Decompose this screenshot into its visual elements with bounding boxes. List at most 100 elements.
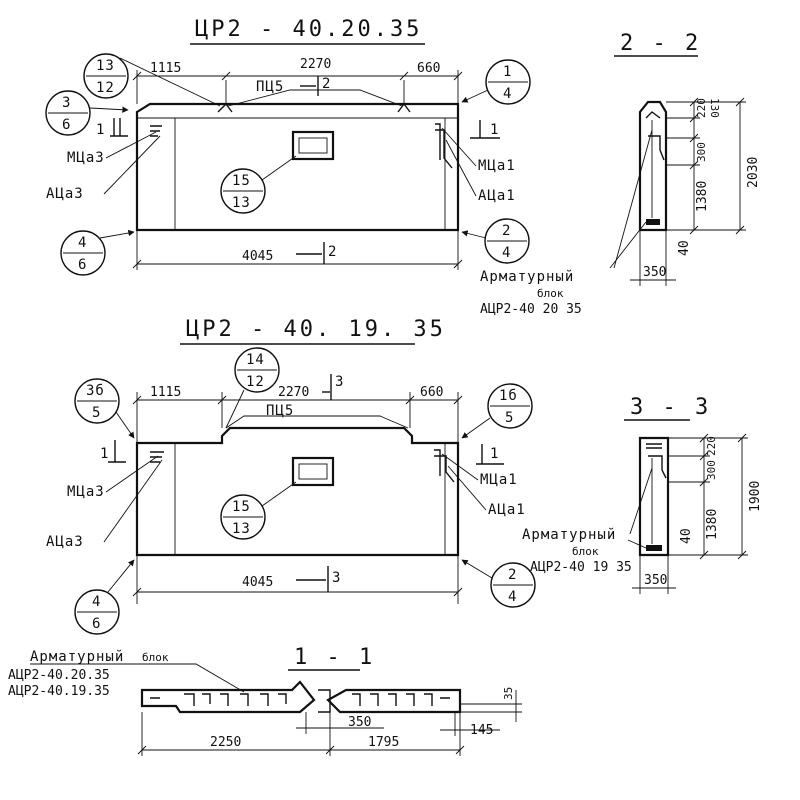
- view-b-mca-right: МЦа1: [480, 472, 518, 488]
- view-a-window-outer: [291, 130, 335, 161]
- view-a-bubble-br: 2 4: [484, 218, 530, 264]
- view-a-aca-left: АЦа3: [46, 186, 84, 202]
- view-a-aca-left-leader: [103, 135, 161, 195]
- section-11-dim-35: 35: [502, 687, 515, 700]
- section-11-dim-ticks: [137, 745, 465, 755]
- view-b-top-ticks: [132, 395, 463, 405]
- section-33-leader-2: [629, 467, 653, 535]
- view-a-loop-label: ПЦ5: [256, 79, 284, 95]
- view-a-bubble-tr: 1 4: [485, 59, 531, 105]
- view-a-top-ticks: [132, 71, 463, 81]
- svg-text:4: 4: [503, 86, 512, 102]
- svg-text:15: 15: [232, 499, 251, 515]
- view-a-loop-left: [217, 103, 233, 113]
- section-11-gap: [318, 689, 331, 713]
- section-33-rebar-top: [646, 443, 667, 479]
- section-22-rebar-top: [645, 111, 665, 161]
- section-1-1: 1 - 1 Арматурный блок АЦР2-40.20.35 АЦР2…: [8, 645, 522, 756]
- svg-text:4: 4: [78, 235, 87, 251]
- view-b-aca-right-leader: [447, 465, 487, 511]
- view-a-sec-right-num: 1: [490, 122, 499, 138]
- view-a-mca-right: МЦа1: [478, 158, 516, 174]
- svg-text:3б: 3б: [86, 383, 105, 399]
- svg-text:13: 13: [96, 58, 115, 74]
- section-11-dim-2250: 2250: [210, 735, 241, 750]
- view-b-loop-label: ПЦ5: [266, 403, 294, 419]
- view-b-loop-leader: [225, 415, 409, 429]
- view-a: ЦР2 - 40.20.35 1115 2270 660 ПЦ5 2: [45, 17, 531, 276]
- view-a-bottom-ticks: [132, 259, 463, 269]
- section-11-label-3: АЦР2-40.19.35: [8, 684, 110, 699]
- view-a-cut-mark: 2: [322, 76, 331, 92]
- view-a-mca-left: МЦа3: [67, 150, 105, 166]
- svg-text:13: 13: [232, 195, 251, 211]
- view-a-window-inner: [298, 137, 328, 154]
- svg-text:4: 4: [508, 589, 517, 605]
- section-11-stirrups: [150, 693, 450, 706]
- section-22-ticks: [689, 97, 745, 235]
- view-b-dim-right: 660: [420, 385, 443, 400]
- view-b-bubble-top-leader: [225, 389, 245, 429]
- view-b-dim-left: 1115: [150, 385, 181, 400]
- view-b-bubble-bl-leader: [107, 559, 135, 593]
- section-22-leader-2: [613, 129, 653, 269]
- view-a-aca-right: АЦа1: [478, 188, 516, 204]
- view-a-mca-right-leader: [441, 127, 477, 167]
- svg-text:12: 12: [246, 374, 265, 390]
- view-b-title: ЦР2 - 40. 19. 35: [186, 317, 446, 342]
- section-33-dim-40: 40: [679, 528, 694, 544]
- svg-text:12: 12: [96, 80, 115, 96]
- view-a-dim-right: 660: [417, 61, 440, 76]
- section-33-dim-1380: 1380: [705, 509, 720, 540]
- svg-text:2: 2: [508, 567, 517, 583]
- view-a-bubble-bl: 4 6: [60, 230, 106, 276]
- view-a-embed-right: [435, 123, 453, 169]
- section-22-dim-350: 350: [643, 265, 666, 280]
- view-b-bottom-ticks: [132, 587, 463, 597]
- view-b-bubble-bl: 4 6: [74, 589, 120, 635]
- view-a-bubble-br-leader: [461, 230, 487, 239]
- view-a-dim-left: 1115: [150, 61, 181, 76]
- view-a-embed-left: [150, 125, 162, 137]
- section-11-profile-right: [326, 688, 462, 714]
- section-33-ticks: [699, 433, 747, 560]
- section-22-label-1: Арматурный: [480, 269, 574, 285]
- section-11-dim-350: 350: [348, 715, 371, 730]
- svg-text:14: 14: [246, 352, 265, 368]
- section-22-dim-220: 220: [695, 98, 708, 118]
- section-22-title: 2 - 2: [620, 31, 701, 56]
- section-33-dim-350: 350: [644, 573, 667, 588]
- section-11-label-1b: блок: [142, 651, 169, 664]
- section-22-profile: [638, 100, 668, 232]
- view-a-mca-left-leader: [105, 131, 157, 159]
- view-b-cut-mark-bottom: 3: [332, 570, 341, 586]
- section-22-rebar-bottom: [646, 219, 660, 225]
- svg-text:13: 13: [232, 521, 251, 537]
- section-11-label-2: АЦР2-40.20.35: [8, 668, 110, 683]
- view-b-window-inner: [298, 463, 328, 480]
- view-b-aca-right: АЦа1: [488, 502, 526, 518]
- view-b-mca-right-leader: [441, 453, 479, 481]
- section-11-profile-left: [140, 680, 316, 714]
- svg-text:6: 6: [92, 616, 101, 632]
- view-b-window-outer: [291, 456, 335, 487]
- view-a-bubble-tl: 13 12: [83, 53, 129, 99]
- svg-text:5: 5: [505, 410, 514, 426]
- view-a-bubble-center-leader: [261, 155, 297, 181]
- view-a-dim-mid: 2270: [300, 57, 331, 72]
- svg-text:3: 3: [62, 95, 71, 111]
- section-11-title: 1 - 1: [294, 645, 375, 670]
- section-2-2: 2 - 2 130 220 300 1380 2030 40 350 Армат…: [480, 31, 761, 317]
- view-b-bubble-tl-leader: [115, 411, 135, 439]
- view-b-aca-left-leader: [103, 459, 163, 543]
- view-a-bubble-tl-leader: [119, 57, 221, 107]
- section-33-label-3: АЦР2-40 19 35: [530, 560, 632, 575]
- section-22-dim-300: 300: [695, 142, 708, 162]
- view-a-bubble-center: 15 13: [220, 168, 266, 214]
- view-a-sec-left-num: 1: [96, 122, 105, 138]
- view-a-panel-outline: [135, 102, 460, 232]
- section-22-dim-40: 40: [677, 240, 692, 256]
- view-b-dim-mid: 2270: [278, 385, 309, 400]
- section-22-dim-130: 130: [708, 98, 721, 118]
